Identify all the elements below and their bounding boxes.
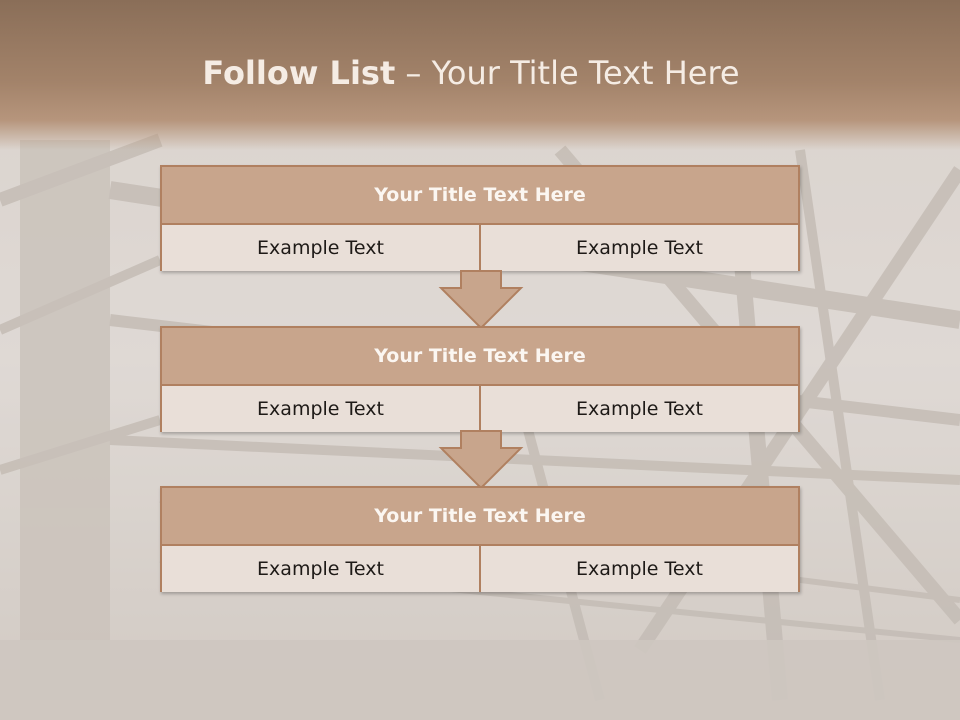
list-block-title: Your Title Text Here bbox=[162, 167, 798, 225]
list-block-row: Example Text Example Text bbox=[162, 225, 798, 271]
list-block-title: Your Title Text Here bbox=[162, 328, 798, 386]
list-block-cell-left: Example Text bbox=[162, 546, 481, 592]
list-block-row: Example Text Example Text bbox=[162, 386, 798, 432]
down-arrow-icon bbox=[438, 430, 524, 490]
slide-title-rest: – Your Title Text Here bbox=[395, 54, 740, 92]
list-block-1: Your Title Text Here Example Text Exampl… bbox=[160, 165, 800, 271]
list-block-3: Your Title Text Here Example Text Exampl… bbox=[160, 486, 800, 592]
list-block-row: Example Text Example Text bbox=[162, 546, 798, 592]
list-block-title: Your Title Text Here bbox=[162, 488, 798, 546]
down-arrow-icon bbox=[438, 270, 524, 330]
list-block-cell-right: Example Text bbox=[481, 225, 798, 271]
list-block-cell-left: Example Text bbox=[162, 386, 481, 432]
list-block-cell-right: Example Text bbox=[481, 546, 798, 592]
list-block-cell-right: Example Text bbox=[481, 386, 798, 432]
slide-title: Follow List – Your Title Text Here bbox=[0, 54, 942, 92]
list-block-2: Your Title Text Here Example Text Exampl… bbox=[160, 326, 800, 432]
title-bar bbox=[0, 0, 960, 150]
list-block-cell-left: Example Text bbox=[162, 225, 481, 271]
slide-title-bold: Follow List bbox=[202, 54, 396, 92]
